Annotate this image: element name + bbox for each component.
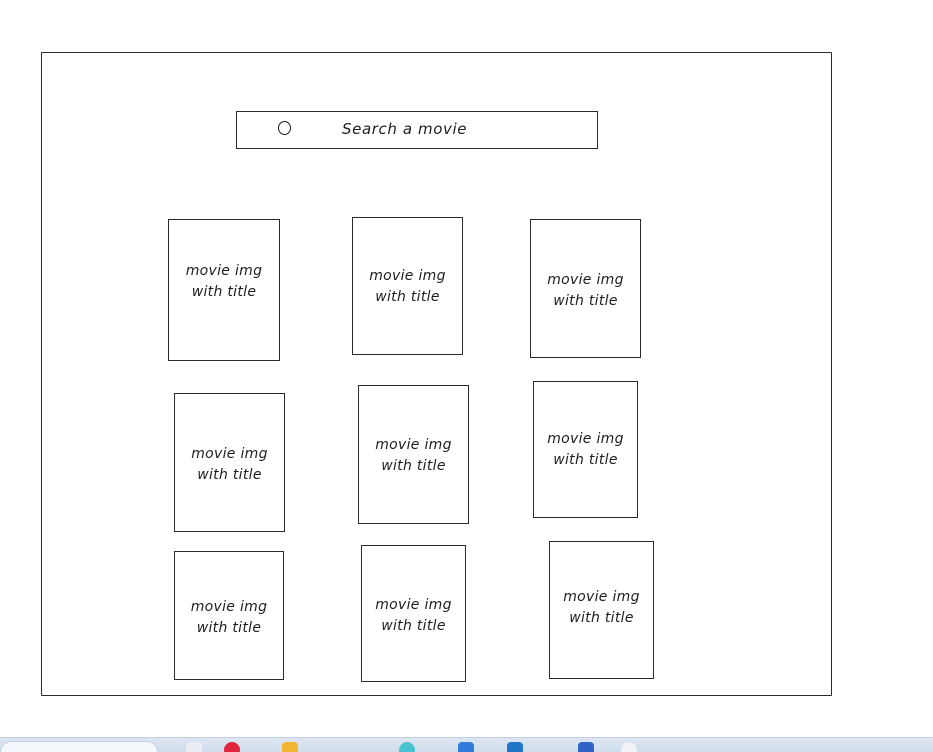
movie-card-label: movie img with title (375, 596, 452, 634)
movie-card[interactable]: movie img with title (530, 219, 641, 358)
movie-card-label: movie img with title (375, 436, 452, 474)
taskbar (0, 737, 933, 752)
search-circle-icon (278, 121, 291, 135)
movie-card-label: movie img with title (547, 271, 624, 309)
movie-card-label: movie img with title (190, 598, 268, 636)
movie-card[interactable]: movie img with title (549, 541, 654, 679)
movie-card[interactable]: movie img with title (358, 385, 469, 524)
copilot-icon[interactable] (399, 742, 415, 752)
search-bar[interactable]: Search a movie (236, 111, 598, 149)
movie-card[interactable]: movie img with title (174, 551, 284, 680)
opera-icon[interactable] (224, 742, 240, 752)
movie-card[interactable]: movie img with title (533, 381, 638, 518)
search-placeholder: Search a movie (342, 120, 468, 138)
store-icon[interactable] (458, 742, 474, 752)
movie-card-label: movie img with title (185, 263, 263, 300)
movie-card-label: movie img with title (369, 268, 446, 305)
movie-card-label: movie img with title (563, 589, 640, 626)
movie-card[interactable]: movie img with title (174, 393, 285, 532)
movie-card-label: movie img with title (191, 445, 268, 483)
taskbar-search-box[interactable] (0, 741, 158, 752)
movie-card[interactable]: movie img with title (168, 219, 280, 361)
movie-card[interactable]: movie img with title (352, 217, 463, 355)
pen-icon[interactable] (578, 742, 594, 752)
movie-card-label: movie img with title (547, 430, 624, 468)
file-explorer-icon[interactable] (186, 742, 202, 752)
folder-icon[interactable] (282, 742, 298, 752)
settings-icon[interactable] (621, 742, 637, 752)
movie-card[interactable]: movie img with title (361, 545, 466, 682)
mail-icon[interactable] (507, 742, 523, 752)
page-frame (41, 52, 832, 696)
